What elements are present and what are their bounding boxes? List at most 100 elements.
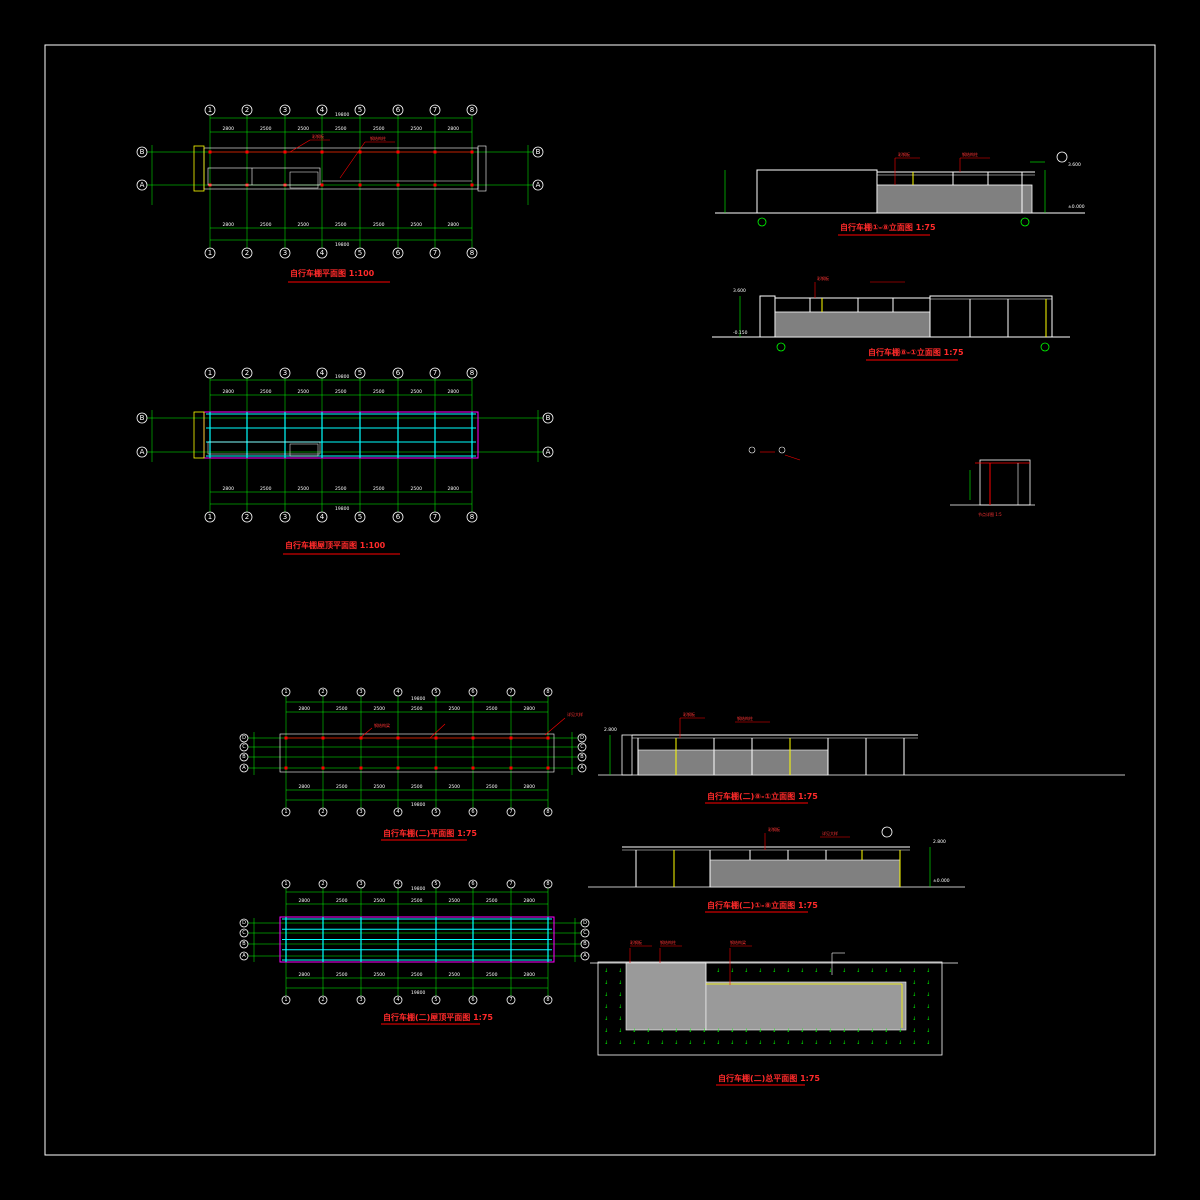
column bbox=[470, 150, 474, 154]
bay-dimension-bottom: 2800 bbox=[299, 972, 311, 978]
column bbox=[546, 736, 550, 740]
column bbox=[358, 150, 362, 154]
bay-dimension-bottom: 2500 bbox=[449, 972, 461, 978]
callout-note: 彩钢板 bbox=[683, 711, 695, 717]
grass-mark: ↓ bbox=[688, 1040, 692, 1046]
axis-label-top: 4 bbox=[396, 689, 399, 695]
axis-label-left: C bbox=[242, 930, 246, 936]
axis-label-bottom: 8 bbox=[470, 513, 474, 521]
grass-mark: ↓ bbox=[758, 968, 762, 974]
axis-label-top: 3 bbox=[359, 881, 362, 887]
grass-mark: ↓ bbox=[604, 1016, 608, 1022]
level-mark: 3.600 bbox=[1068, 162, 1081, 168]
bay-dimension-top: 2500 bbox=[486, 706, 498, 712]
grass-mark: ↓ bbox=[618, 1040, 622, 1046]
axis-label-right: B bbox=[546, 414, 551, 422]
axis-label-bottom: 8 bbox=[546, 809, 549, 815]
axis-label-top: 3 bbox=[359, 689, 362, 695]
axis-label-bottom: 6 bbox=[471, 809, 474, 815]
bay-dimension-bottom: 2500 bbox=[298, 222, 310, 228]
grass-mark: ↓ bbox=[604, 980, 608, 986]
grass-mark: ↓ bbox=[618, 1028, 622, 1034]
axis-label-top: 2 bbox=[321, 881, 324, 887]
axis-bubble-bottom bbox=[281, 995, 291, 1005]
site-plan-two-title: 自行车棚(二)总平面图 1:75 bbox=[718, 1073, 820, 1083]
axis-bubble-bottom bbox=[429, 511, 441, 523]
total-dimension-bottom: 19800 bbox=[411, 802, 425, 808]
axis-bubble-left bbox=[239, 752, 249, 762]
first-floor-plan-title: 自行车棚平面图 1:100 bbox=[290, 268, 375, 278]
callout-note: 钢结构柱 bbox=[737, 715, 753, 721]
axis-bubble-top bbox=[506, 879, 516, 889]
axis-bubble-bottom bbox=[393, 995, 403, 1005]
bay-dimension-bottom: 2500 bbox=[411, 222, 423, 228]
column bbox=[471, 736, 475, 740]
axis-label-bottom: 6 bbox=[396, 513, 401, 521]
axis-bubble-top bbox=[318, 687, 328, 697]
axis-label-top: 6 bbox=[396, 369, 401, 377]
axis-label-top: 7 bbox=[433, 106, 437, 114]
axis-label-bottom: 5 bbox=[434, 809, 437, 815]
axis-bubble-right bbox=[580, 951, 590, 961]
axis-label-top: 1 bbox=[284, 689, 287, 695]
roof-plan: 2800280025002500250025002500250025002500… bbox=[136, 367, 554, 523]
axis-bubble-bottom bbox=[354, 247, 366, 259]
grass-mark: ↓ bbox=[870, 1040, 874, 1046]
axis-label-top: 8 bbox=[470, 369, 474, 377]
grass-mark: ↓ bbox=[926, 1004, 930, 1010]
grass-mark: ↓ bbox=[758, 1040, 762, 1046]
axis-label-bottom: 4 bbox=[396, 997, 399, 1003]
axis-label-top: 6 bbox=[471, 881, 474, 887]
column bbox=[284, 766, 288, 770]
bay-dimension-bottom: 2500 bbox=[336, 784, 348, 790]
axis-bubble-right bbox=[577, 763, 587, 773]
grass-mark: ↓ bbox=[716, 968, 720, 974]
axis-bubble-bottom bbox=[318, 807, 328, 817]
axis-label-bottom: 1 bbox=[284, 809, 287, 815]
column bbox=[471, 766, 475, 770]
axis-bubble-bottom bbox=[393, 807, 403, 817]
bay-dimension-top: 2500 bbox=[260, 126, 272, 132]
grass-mark: ↓ bbox=[772, 968, 776, 974]
grass-mark: ↓ bbox=[786, 1028, 790, 1034]
column bbox=[358, 183, 362, 187]
axis-label-bottom: 1 bbox=[208, 249, 212, 257]
axis-label-left: B bbox=[140, 414, 145, 422]
axis-label-bottom: 3 bbox=[283, 513, 287, 521]
bay-dimension-top: 2500 bbox=[260, 389, 272, 395]
column bbox=[359, 736, 363, 740]
column bbox=[509, 766, 513, 770]
bay-dimension-bottom: 2800 bbox=[524, 972, 536, 978]
column bbox=[359, 766, 363, 770]
axis-label-top: 8 bbox=[546, 689, 549, 695]
grass-mark: ↓ bbox=[912, 1004, 916, 1010]
axis-label-left: D bbox=[242, 920, 246, 926]
axis-bubble-top bbox=[356, 879, 366, 889]
axis-bubble-top bbox=[468, 879, 478, 889]
axis-bubble-bottom bbox=[356, 995, 366, 1005]
grass-mark: ↓ bbox=[772, 1040, 776, 1046]
elevation-b-title: 自行车棚⑧-①立面图 1:75 bbox=[868, 347, 964, 357]
grass-mark: ↓ bbox=[744, 1040, 748, 1046]
axis-label-bottom: 2 bbox=[245, 513, 249, 521]
callout-note: 钢结构梁 bbox=[374, 722, 390, 728]
axis-label-bottom: 3 bbox=[359, 809, 362, 815]
axis-bubble-top bbox=[466, 104, 478, 116]
axis-label-bottom: 2 bbox=[321, 997, 324, 1003]
total-dimension-top: 19800 bbox=[335, 374, 349, 380]
elevation-a: 3.600±0.000彩钢板钢结构柱 bbox=[715, 151, 1085, 227]
bay-dimension-top: 2500 bbox=[411, 389, 423, 395]
grass-mark: ↓ bbox=[926, 980, 930, 986]
bay-dimension-top: 2500 bbox=[374, 706, 386, 712]
bay-dimension-top: 2800 bbox=[299, 706, 311, 712]
axis-label-left: A bbox=[242, 953, 246, 959]
level-mark: ±0.000 bbox=[1068, 204, 1085, 210]
axis-bubble-right bbox=[580, 939, 590, 949]
axis-label-right: A bbox=[546, 448, 551, 456]
axis-bubble-right bbox=[580, 928, 590, 938]
column bbox=[396, 736, 400, 740]
bay-dimension-bottom: 2500 bbox=[336, 972, 348, 978]
axis-bubble-top bbox=[279, 104, 291, 116]
grass-mark: ↓ bbox=[758, 1028, 762, 1034]
